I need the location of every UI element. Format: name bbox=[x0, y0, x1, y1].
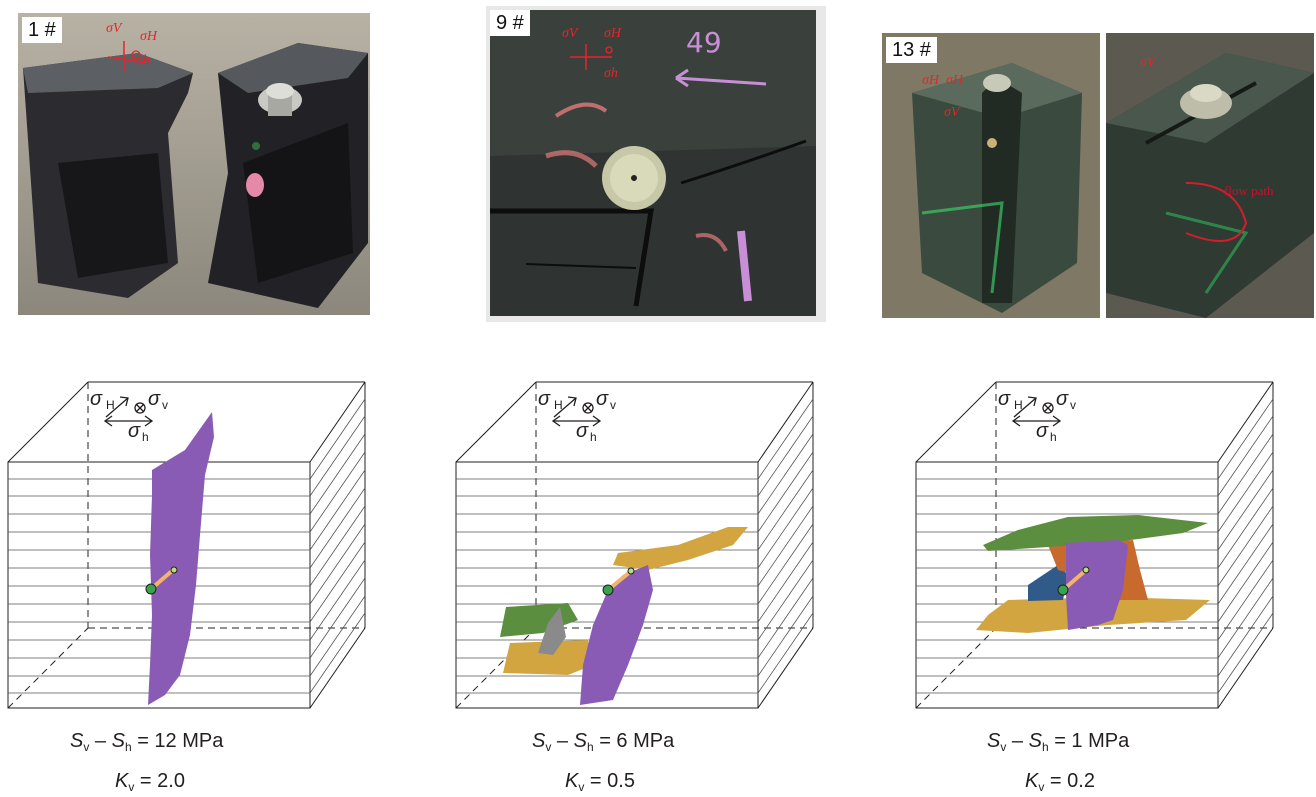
sigma-v-label: σ bbox=[596, 388, 609, 410]
stress-axes-icon bbox=[551, 396, 602, 427]
sigma-H-label: σ bbox=[90, 388, 103, 410]
horizontal-fracture-green bbox=[983, 515, 1208, 551]
vertical-fracture-plane bbox=[580, 565, 653, 705]
sigma-H-subscript: H bbox=[1014, 398, 1023, 412]
stress-axes-icon bbox=[1011, 396, 1062, 427]
injection-point-icon bbox=[1057, 584, 1069, 596]
chalk-number: 49 bbox=[686, 26, 722, 59]
stress-arrows-icon bbox=[107, 41, 147, 71]
sigma-h-label: σ bbox=[1036, 420, 1049, 442]
photo-sample-1: 1 # σV σH σh bbox=[18, 13, 370, 315]
sample-label: 1 # bbox=[22, 17, 62, 43]
injection-point-icon bbox=[602, 584, 614, 596]
injection-point-icon bbox=[145, 583, 157, 595]
sigma-H-subscript: H bbox=[106, 398, 115, 412]
rock-sample-image bbox=[1106, 33, 1314, 318]
sigma-H-label: σ bbox=[538, 388, 551, 410]
sigma-H-subscript: H bbox=[554, 398, 563, 412]
connecting-fracture-gray bbox=[538, 607, 566, 655]
rock-sample-image bbox=[882, 33, 1100, 318]
sigma-v-label: σ bbox=[148, 388, 161, 410]
stress-axes-icon bbox=[103, 396, 154, 427]
photo-sample-13-right: σV flow path bbox=[1106, 33, 1314, 318]
sigma-h-subscript: h bbox=[590, 430, 597, 444]
sigma-h-label: σ bbox=[128, 420, 141, 442]
horizontal-fracture-gold-upper bbox=[613, 527, 748, 570]
fracture-model-1: σ H σ v σ h bbox=[7, 381, 366, 709]
sigma-H-label: σ bbox=[998, 388, 1011, 410]
flow-path-label: flow path bbox=[1224, 183, 1274, 198]
sigma-h-label: σ bbox=[576, 420, 589, 442]
sigma-H-annotation: σH bbox=[140, 29, 158, 44]
sigma-h-subscript: h bbox=[1050, 430, 1057, 444]
sigma-v-annotation: σV bbox=[106, 21, 122, 36]
sigma-v-annotation: σV bbox=[562, 26, 578, 41]
wellhead-icon bbox=[1082, 566, 1090, 574]
sample-label: 13 # bbox=[886, 37, 937, 63]
cube-wireframe bbox=[7, 381, 366, 709]
bedding-lines bbox=[456, 398, 814, 694]
cube-wireframe bbox=[915, 381, 1274, 709]
rock-sample-image bbox=[18, 13, 370, 315]
cube-wireframe bbox=[455, 381, 814, 709]
sigma-v-label: σ bbox=[1056, 388, 1069, 410]
sigma-h-subscript: h bbox=[142, 430, 149, 444]
stress-difference-3: Sv – Sh = 1 MPa bbox=[987, 730, 1130, 754]
sigma-h-annotation: σh bbox=[604, 66, 618, 81]
sigma-H-annotation: σH bbox=[922, 73, 940, 88]
sigma-v-subscript: v bbox=[610, 398, 616, 412]
fracture-model-3: σ H σ v σ h bbox=[915, 381, 1274, 709]
stress-arrows-icon bbox=[570, 44, 613, 70]
kv-value-3: Kv = 0.2 bbox=[1025, 770, 1095, 794]
horizontal-fracture-green bbox=[500, 603, 578, 637]
photo-sample-13-left: 13 # σH σH σV bbox=[882, 33, 1100, 318]
vertical-fracture-plane bbox=[1066, 540, 1128, 630]
sigma-H-annotation-2: σH bbox=[946, 73, 964, 88]
kv-value-1: Kv = 2.0 bbox=[115, 770, 185, 794]
kv-value-2: Kv = 0.5 bbox=[565, 770, 635, 794]
fracture-model-2: σ H σ v σ h bbox=[455, 381, 814, 709]
photo-sample-9: 9 # σV σH σh 49 bbox=[486, 6, 826, 322]
sigma-v-annotation: σV bbox=[944, 105, 960, 120]
wellhead-icon bbox=[170, 566, 178, 574]
sigma-v-subscript: v bbox=[162, 398, 168, 412]
horizontal-fracture-gold-lower bbox=[503, 640, 593, 675]
stress-difference-2: Sv – Sh = 6 MPa bbox=[532, 730, 675, 754]
rock-sample-image bbox=[486, 6, 826, 322]
bedding-lines bbox=[8, 398, 366, 694]
sigma-v-subscript: v bbox=[1070, 398, 1076, 412]
vertical-fracture-plane bbox=[148, 412, 214, 705]
sigma-v-annotation: σV bbox=[1140, 55, 1156, 70]
sample-label: 9 # bbox=[490, 10, 530, 36]
sigma-H-annotation: σH bbox=[604, 26, 622, 41]
wellhead-icon bbox=[627, 567, 635, 575]
stress-difference-1: Sv – Sh = 12 MPa bbox=[70, 730, 224, 754]
